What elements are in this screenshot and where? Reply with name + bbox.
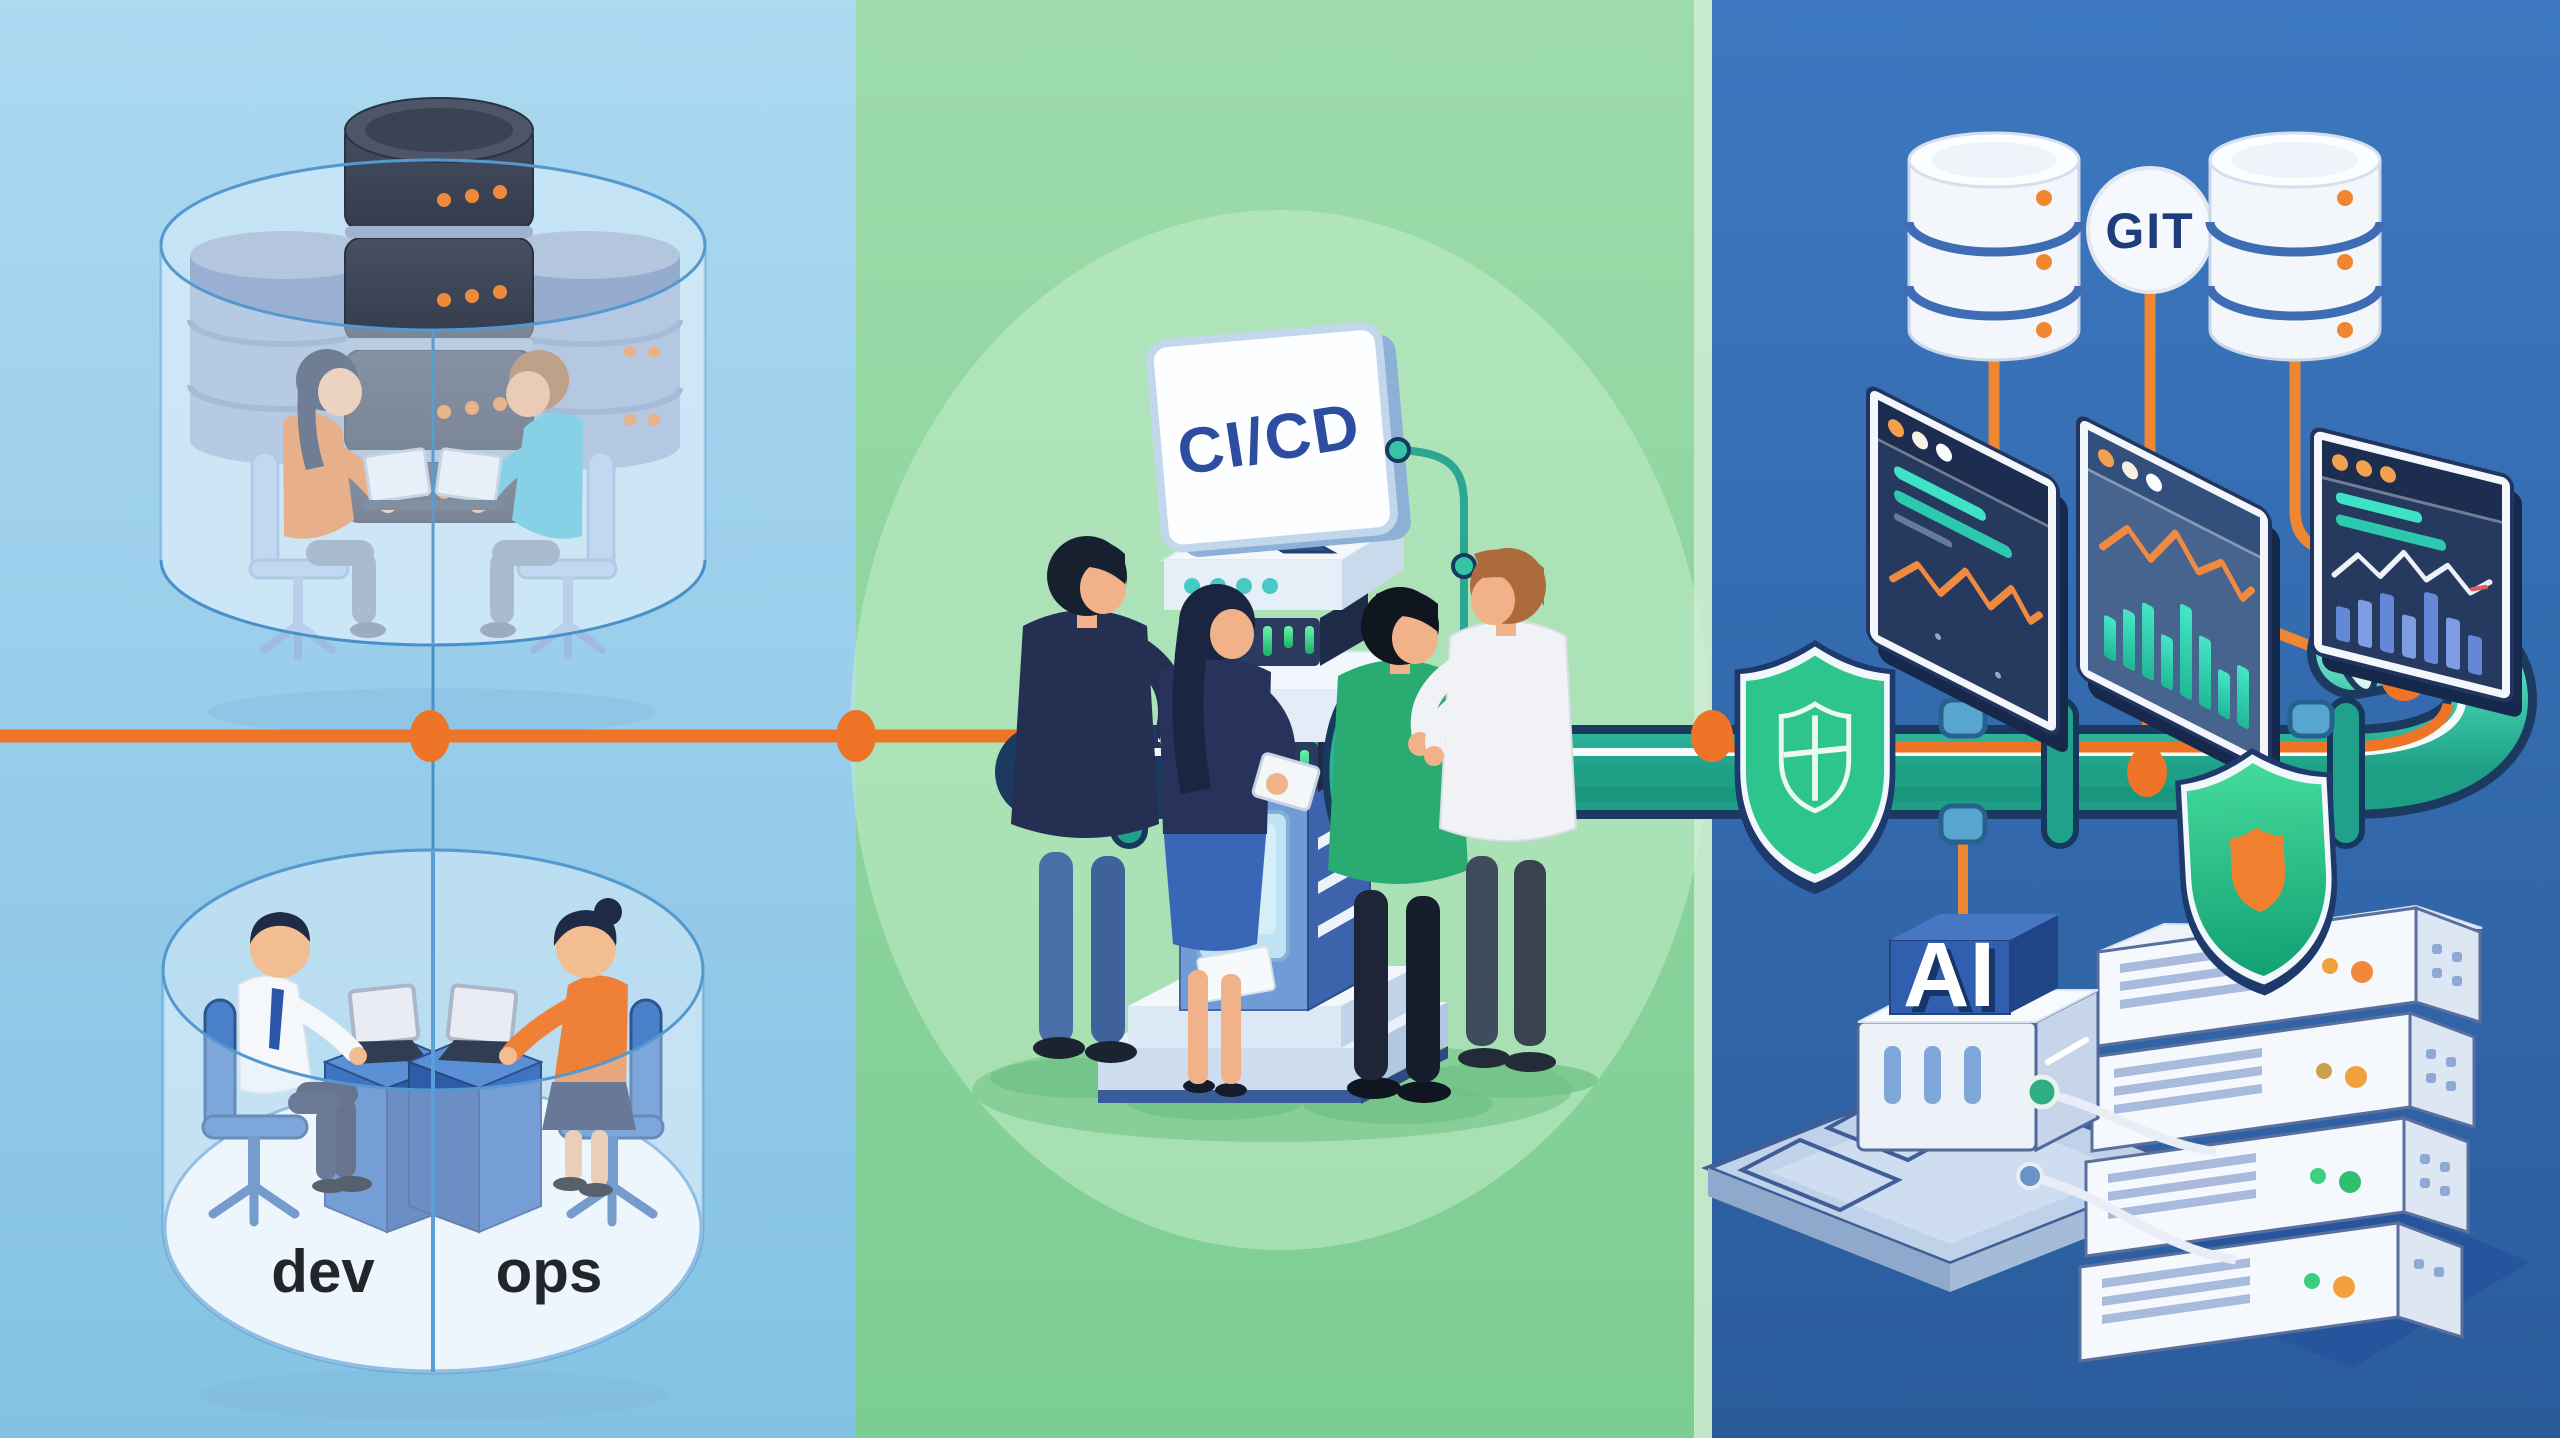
person-engineer-white bbox=[1408, 548, 1578, 1072]
git-database-right bbox=[2205, 131, 2385, 362]
teal-bars bbox=[2104, 602, 2249, 729]
orange-node-boundary bbox=[836, 710, 876, 762]
person-silo-man bbox=[430, 350, 618, 660]
person-engineer-woman bbox=[1159, 584, 1321, 1097]
silo-bubble-top bbox=[159, 97, 707, 732]
orange-node-pipe-mid bbox=[2127, 747, 2167, 797]
dev-label: dev bbox=[271, 1238, 375, 1305]
dev-tie bbox=[269, 988, 284, 1050]
woman-long-hair bbox=[1172, 622, 1211, 794]
ai-port-green bbox=[2024, 1074, 2060, 1110]
silo-bubble-bottom: dev ops bbox=[161, 732, 705, 1375]
ops-label: ops bbox=[496, 1238, 603, 1305]
ai-port-blue bbox=[2016, 1162, 2044, 1190]
pipe-clamps bbox=[1938, 697, 2335, 845]
ops-hair-bun bbox=[594, 898, 622, 926]
database-cylinder-grey-right bbox=[487, 231, 683, 469]
person-dev bbox=[236, 912, 372, 1193]
ai-label-extrude: AI bbox=[1909, 930, 2001, 1032]
git-badge: GIT bbox=[2086, 166, 2214, 294]
laptop-silo-left bbox=[363, 447, 432, 504]
ai-label: AI bbox=[1903, 924, 1995, 1026]
person-engineer-green bbox=[1328, 587, 1505, 1103]
person-ops bbox=[499, 898, 636, 1197]
git-label: GIT bbox=[2105, 203, 2194, 259]
dashboard-line-bar-chart bbox=[2076, 416, 2280, 788]
middle-people bbox=[1011, 536, 1578, 1103]
git-database-left bbox=[1904, 131, 2084, 362]
bottom-bubble-shadow bbox=[198, 1369, 668, 1421]
orange-node-dev bbox=[410, 710, 450, 762]
right-panel-scene: AI AI GIT bbox=[1701, 131, 2530, 1368]
security-shield-grid bbox=[1734, 640, 1896, 895]
blue-bars bbox=[2336, 592, 2482, 676]
cicd-monitor: CI/CD bbox=[1145, 322, 1411, 557]
ai-box: AI AI bbox=[1856, 914, 2100, 1153]
dashboard-line-chart bbox=[1866, 386, 2068, 752]
ai-rack-cables bbox=[2028, 1087, 2237, 1265]
orange-node-pipe-start bbox=[1691, 710, 1733, 762]
dashboard-metrics-chart bbox=[2310, 427, 2522, 717]
